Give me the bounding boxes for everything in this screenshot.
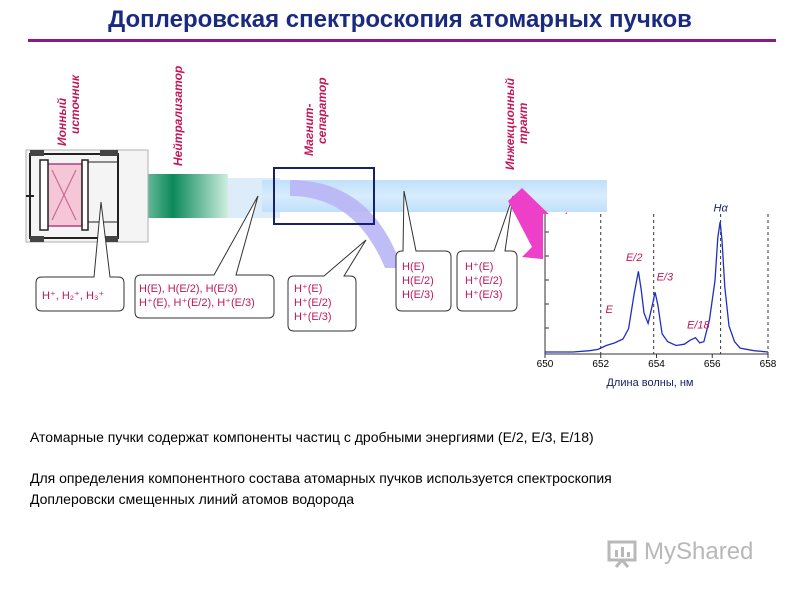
chart-x-label: Длина волны, нм <box>606 377 693 389</box>
chart-series-line-0 <box>545 221 769 353</box>
ion-source-device <box>25 149 149 243</box>
chart-annotation-0: Hα <box>714 203 729 215</box>
body-text-line2: Для определения компонентного состава ат… <box>30 470 612 486</box>
callout-neutral-line1: H(E) <box>402 261 425 273</box>
chart-x-tick-label-2: 654 <box>648 359 665 370</box>
callout-deflected <box>287 239 367 332</box>
chart-annotation-4: E/18 <box>687 320 711 332</box>
deflected-ion-arc <box>290 180 402 268</box>
callout-neutral-line3: H(E/3) <box>402 289 434 301</box>
chart-x-tick-label-4: 658 <box>760 359 777 370</box>
callout-deflected-line2: H⁺(E/2) <box>294 297 332 309</box>
watermark-text: MyShared <box>644 538 754 565</box>
callout-ions-text: H⁺, H₂⁺, H₃⁺ <box>42 290 105 302</box>
callout-neutralizer-text: H(E), H(E/2), H(E/3) H⁺(E), H⁺(E/2), H⁺(… <box>139 282 255 310</box>
callout-deflected-text: H⁺(E) H⁺(E/2) H⁺(E/3) <box>294 282 332 324</box>
chart-annotation-3: E <box>605 304 613 316</box>
watermark: MyShared <box>606 538 766 568</box>
callout-injected <box>456 195 518 312</box>
callout-injected-line2: H⁺(E/2) <box>465 275 503 287</box>
callout-deflected-line3: H⁺(E/3) <box>294 311 332 323</box>
callout-injected-text: H⁺(E) H⁺(E/2) H⁺(E/3) <box>465 260 503 302</box>
title-divider <box>28 39 776 42</box>
chart-x-tick-label-0: 650 <box>537 359 554 370</box>
chart-x-tick-label-3: 656 <box>704 359 721 370</box>
body-text-line1: Атомарные пучки содержат компоненты част… <box>30 429 594 445</box>
chart-annotation-2: E/3 <box>657 272 674 284</box>
chart-plot-area <box>543 214 768 354</box>
callout-neutralizer-line1: H(E), H(E/2), H(E/3) <box>139 283 238 295</box>
callout-neutralizer-line2: H⁺(E), H⁺(E/2), H⁺(E/3) <box>139 297 255 309</box>
callout-deflected-line1: H⁺(E) <box>294 283 323 295</box>
chart-x-tick-label-1: 652 <box>592 359 609 370</box>
callout-neutral <box>395 190 452 312</box>
callout-neutral-text: H(E) H(E/2) H(E/3) <box>402 260 434 302</box>
callout-injected-line3: H⁺(E/3) <box>465 289 503 301</box>
spectrum-chart: 650 652 654 656 658 HαE/2E/3E E/18 Длина волн… <box>537 203 777 389</box>
callout-ions <box>35 201 125 312</box>
magnet-box <box>273 167 375 225</box>
page-title: Доплеровская спектроскопия атомарных пуч… <box>108 6 692 33</box>
body-text-line3: Доплеровски смещенных линий атомов водор… <box>30 491 355 507</box>
callout-injected-line1: H⁺(E) <box>465 261 494 273</box>
chart-annotation-1: E/2 <box>626 252 643 264</box>
presentation-icon <box>607 540 637 568</box>
callout-neutralizer <box>134 195 275 319</box>
callout-neutral-line2: H(E/2) <box>402 275 434 287</box>
